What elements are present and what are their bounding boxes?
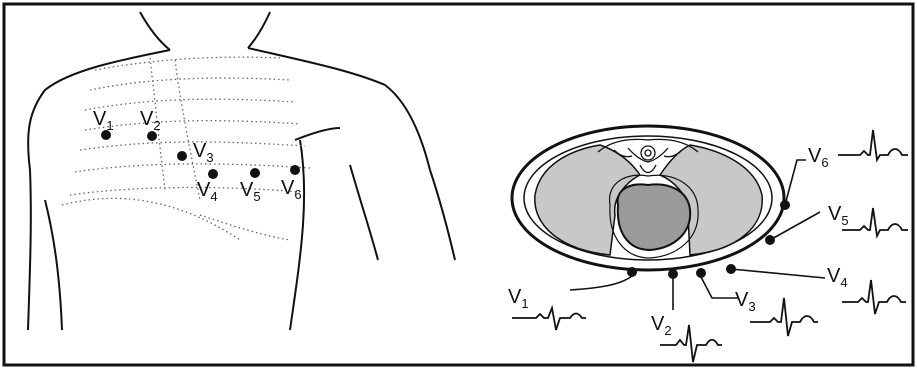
svg-text:V3: V3 <box>735 289 756 314</box>
lead-v6: V6 <box>808 130 908 170</box>
electrode-letter: V <box>140 108 154 130</box>
lead-sub: 5 <box>841 213 848 228</box>
lead-letter: V <box>735 289 749 311</box>
lead-letter: V <box>508 286 522 308</box>
lead-v1: V1 <box>508 286 586 330</box>
electrode-letter: V <box>197 179 211 201</box>
electrode-dot <box>208 169 218 179</box>
ecg-wave-v3 <box>750 298 818 336</box>
lead-letter: V <box>651 313 665 335</box>
electrode-letter: V <box>240 179 254 201</box>
electrode-letter: V <box>93 108 107 130</box>
lead-letter: V <box>827 265 841 287</box>
ecg-wave-v5 <box>842 208 908 236</box>
svg-text:V1: V1 <box>93 108 114 133</box>
lead-sub: 1 <box>521 296 528 311</box>
electrode-sub: 3 <box>206 150 213 165</box>
lead-sub: 6 <box>821 155 828 170</box>
electrode-letter: V <box>281 177 295 199</box>
electrode-sub: 5 <box>253 189 260 204</box>
electrode-letter: V <box>193 140 207 162</box>
electrode-dot <box>250 168 260 178</box>
svg-text:V6: V6 <box>808 145 829 170</box>
electrode-sub: 6 <box>294 187 301 202</box>
lead-letter: V <box>808 145 822 167</box>
torso-electrode-v2: V2 <box>140 108 161 141</box>
svg-text:V2: V2 <box>651 313 672 338</box>
svg-text:V1: V1 <box>508 286 529 311</box>
svg-text:V6: V6 <box>281 177 302 202</box>
cs-electrode-v3 <box>696 268 706 278</box>
cs-electrode-v1 <box>627 267 637 277</box>
cs-electrode-v2 <box>668 269 678 279</box>
lead-letter: V <box>828 203 842 225</box>
ribcage-dotted <box>62 57 310 240</box>
torso-electrode-v3: V3 <box>177 140 214 165</box>
ecg-wave-v1 <box>512 308 586 330</box>
electrode-dot <box>177 151 187 161</box>
chest-cross-section <box>512 126 784 270</box>
electrode-sub: 1 <box>106 118 113 133</box>
torso-electrode-v5: V5 <box>240 168 261 204</box>
lead-v5: V5 <box>828 203 908 236</box>
svg-text:V3: V3 <box>193 140 214 165</box>
svg-text:V5: V5 <box>828 203 849 228</box>
torso-electrode-v6: V6 <box>281 165 302 202</box>
lead-sub: 3 <box>748 299 755 314</box>
lead-sub: 4 <box>840 275 847 290</box>
torso-electrode-v4: V4 <box>197 169 218 204</box>
electrode-sub: 2 <box>153 118 160 133</box>
electrode-dot <box>290 165 300 175</box>
electrode-sub: 4 <box>210 189 217 204</box>
lead-v2: V2 <box>651 313 722 362</box>
svg-text:V2: V2 <box>140 108 161 133</box>
svg-text:V4: V4 <box>827 265 848 290</box>
lead-sub: 2 <box>664 323 671 338</box>
ecg-wave-v4 <box>842 280 906 314</box>
svg-text:V4: V4 <box>197 179 218 204</box>
svg-text:V5: V5 <box>240 179 261 204</box>
lead-v3: V3 <box>735 289 818 336</box>
torso-outline <box>28 12 455 330</box>
torso-electrode-v1: V1 <box>93 108 114 140</box>
ecg-wave-v6 <box>838 130 908 160</box>
lead-v4: V4 <box>827 265 906 314</box>
